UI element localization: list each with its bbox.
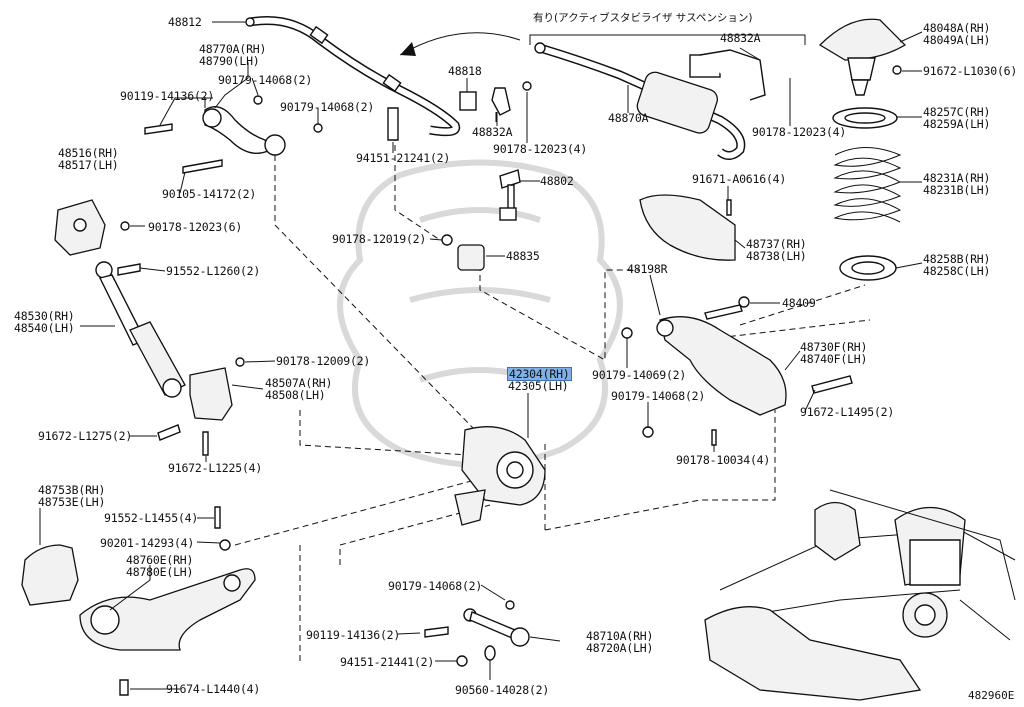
diagram-code: 482960E (968, 689, 1015, 702)
control-arm-drawing (621, 296, 853, 446)
part-label-48257C[interactable]: 48257C(RH)48259A(LH) (923, 105, 991, 131)
part-label-48710A[interactable]: 48710A(RH)48720A(LH) (586, 629, 654, 655)
part-label-48812[interactable]: 48812 (168, 15, 202, 29)
watermark-emblem (337, 159, 623, 468)
part-label-90178-12023-a[interactable]: 90178-12023(6) (148, 220, 243, 234)
part-label-48832A-a[interactable]: 48832A (472, 125, 513, 139)
dust-shield-drawing (639, 194, 736, 261)
part-label-48198R[interactable]: 48198R (627, 262, 668, 276)
part-label-90179-14068-b[interactable]: 90179-14068(2) (280, 100, 375, 114)
part-label-91552-L1260[interactable]: 91552-L1260(2) (166, 264, 261, 278)
assembly-dashed-lines (234, 135, 871, 665)
part-label-90560-14028[interactable]: 90560-14028(2) (455, 683, 550, 697)
part-label-48048A[interactable]: 48048A(RH)48049A(LH) (923, 21, 991, 47)
spring-assembly-drawing (818, 18, 907, 281)
part-label-90178-10034[interactable]: 90178-10034(4) (676, 453, 771, 467)
assembly-overview-drawing (704, 489, 1016, 701)
part-label-90119-14136-a[interactable]: 90119-14136(2) (120, 89, 215, 103)
leader-lines (39, 21, 923, 690)
part-label-90179-14068-a[interactable]: 90179-14068(2) (218, 73, 313, 87)
part-label-48231A[interactable]: 48231A(RH)48231B(LH) (923, 171, 991, 197)
active-stabilizer-drawing (534, 42, 766, 160)
lower-arm-drawing (79, 506, 256, 696)
knuckle-drawing[interactable] (454, 426, 546, 526)
part-label-48818[interactable]: 48818 (448, 64, 482, 78)
part-label-91552-L1455[interactable]: 91552-L1455(4) (104, 511, 199, 525)
part-label-90179-14069[interactable]: 90179-14069(2) (592, 368, 687, 382)
part-label-48730F[interactable]: 48730F(RH)48740F(LH) (800, 340, 868, 366)
part-label-48835[interactable]: 48835 (506, 249, 540, 263)
part-label-91672-L1275[interactable]: 91672-L1275(2) (38, 429, 133, 443)
part-label-48737[interactable]: 48737(RH)48738(LH) (746, 237, 807, 263)
part-label-48770A[interactable]: 48770A(RH)48790(LH) (199, 42, 267, 68)
variant-note: 有り(アクティブスタビライザ サスペンション) (533, 12, 753, 24)
arrow-icon (400, 42, 416, 56)
part-label-90178-12019[interactable]: 90178-12019(2) (332, 232, 427, 246)
shock-bracket-drawing (157, 357, 245, 456)
stabilizer-link-drawing (387, 81, 532, 271)
part-label-90179-14068-c[interactable]: 90179-14068(2) (611, 389, 706, 403)
part-label-91672-L1225[interactable]: 91672-L1225(4) (168, 461, 263, 475)
part-label-90201-14293[interactable]: 90201-14293(4) (100, 536, 195, 550)
part-label-90179-14068-d[interactable]: 90179-14068(2) (388, 579, 483, 593)
variant-bracket (529, 34, 806, 45)
shock-absorber-drawing (95, 261, 186, 398)
part-label-90178-12023-c[interactable]: 90178-12023(4) (752, 125, 847, 139)
part-label-48832A-b[interactable]: 48832A (720, 31, 761, 45)
toe-link-drawing (424, 600, 530, 667)
part-label-48507A[interactable]: 48507A(RH)48508(LH) (265, 376, 333, 402)
part-label-48516[interactable]: 48516(RH)48517(LH) (58, 146, 119, 172)
part-label-91672-L1495[interactable]: 91672-L1495(2) (800, 405, 895, 419)
part-label-48802[interactable]: 48802 (540, 174, 574, 188)
part-label-48258B[interactable]: 48258B(RH)48258C(LH) (923, 252, 991, 278)
part-label-91671-A0616[interactable]: 91671-A0616(4) (692, 172, 787, 186)
part-label-42304[interactable]: 42304(RH)42305(LH) (507, 367, 572, 393)
part-label-94151-21241[interactable]: 94151-21241(2) (356, 151, 451, 165)
part-label-48870A[interactable]: 48870A (608, 111, 649, 125)
part-label-94151-21441[interactable]: 94151-21441(2) (340, 655, 435, 669)
part-label-90178-12009[interactable]: 90178-12009(2) (276, 354, 371, 368)
bump-guard-drawing (21, 544, 79, 606)
part-label-91672-L1030[interactable]: 91672-L1030(6) (923, 64, 1018, 78)
part-label-48753B[interactable]: 48753B(RH)48753E(LH) (38, 483, 106, 509)
part-label-90178-12023-b[interactable]: 90178-12023(4) (493, 142, 588, 156)
upper-arm-drawing (144, 95, 323, 174)
part-label-90105-14172[interactable]: 90105-14172(2) (162, 187, 257, 201)
bracket-drawing (54, 199, 130, 256)
part-label-90119-14136-b[interactable]: 90119-14136(2) (306, 628, 401, 642)
part-label-48409[interactable]: 48409 (782, 296, 816, 310)
part-label-48760E[interactable]: 48760E(RH)48780E(LH) (126, 553, 194, 579)
part-label-48530[interactable]: 48530(RH)48540(LH) (14, 309, 75, 335)
part-label-91674-L1440[interactable]: 91674-L1440(4) (166, 682, 261, 696)
